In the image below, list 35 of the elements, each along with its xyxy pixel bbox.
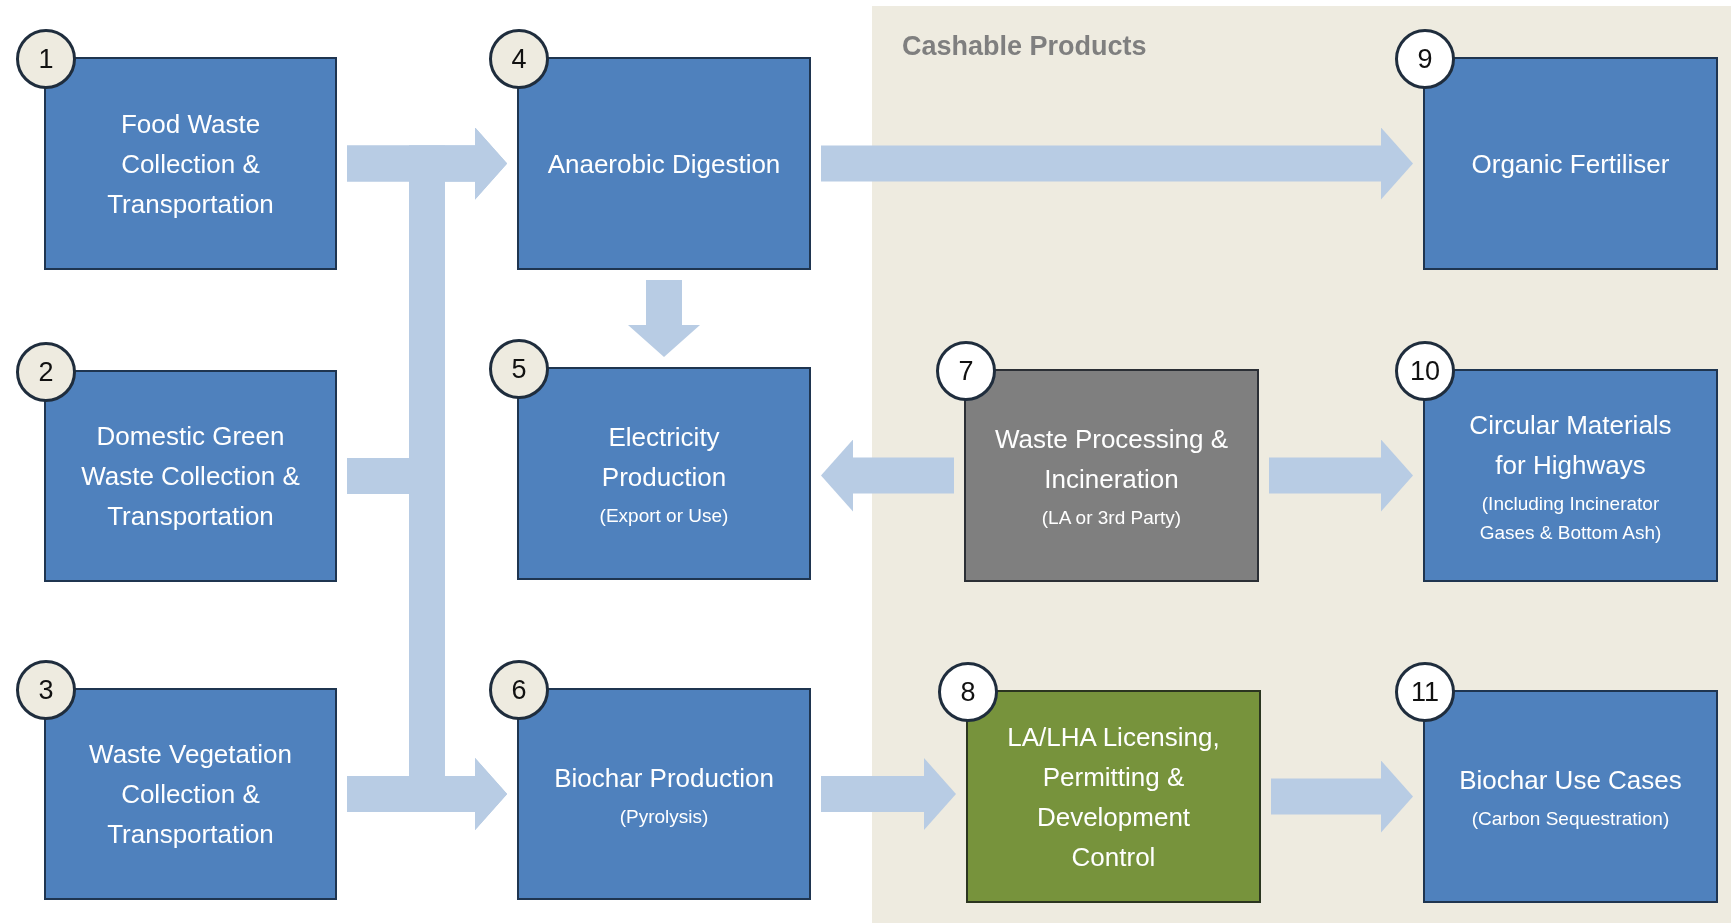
- callout-number: 3: [16, 660, 76, 720]
- box-subtitle: (Export or Use): [599, 504, 729, 528]
- callout-number: 7: [936, 341, 996, 401]
- callout-number: 6: [489, 660, 549, 720]
- region-title: Cashable Products: [902, 30, 1147, 63]
- box-title: Circular Materials for Highways: [1468, 408, 1673, 482]
- box-title: Electricity Production: [600, 421, 728, 494]
- callout-number: 1: [16, 29, 76, 89]
- block-arrow: [821, 127, 1413, 200]
- callout-number: 2: [16, 342, 76, 402]
- box-title: Domestic Green Waste Collection & Transportation: [80, 420, 301, 533]
- callout-number: 8: [938, 662, 998, 722]
- box-title: Food Waste Collection & Transportation: [106, 107, 275, 221]
- callout-number: 11: [1395, 662, 1455, 722]
- callout-number: 10: [1395, 341, 1455, 401]
- box-subtitle: (LA or 3rd Party): [1041, 506, 1182, 530]
- box-subtitle: (Carbon Sequestration): [1471, 807, 1670, 831]
- box-title: Anaerobic Digestion: [547, 147, 781, 181]
- block-arrow: [1271, 760, 1413, 833]
- box-title: Biochar Production: [554, 761, 774, 795]
- box-title: LA/LHA Licensing, Permitting & Development Control: [1006, 720, 1221, 874]
- block-arrow: [1269, 439, 1413, 512]
- region-band: [872, 6, 1731, 923]
- box-subtitle: (Including Incinerator Gases & Bottom Ash): [1478, 491, 1663, 545]
- block-arrow: [821, 758, 956, 830]
- block-arrow: [628, 280, 700, 357]
- box-title: Waste Vegetation Collection & Transportation: [88, 738, 293, 851]
- callout-number: 9: [1395, 29, 1455, 89]
- callout-number: 4: [489, 29, 549, 89]
- box-title: Organic Fertiliser: [1471, 147, 1670, 181]
- box-subtitle: (Pyrolysis): [619, 804, 709, 829]
- box-title: Waste Processing & Incineration: [994, 423, 1229, 496]
- callout-number: 5: [489, 339, 549, 399]
- box-title: Biochar Use Cases: [1459, 764, 1682, 797]
- block-arrow: [821, 439, 954, 512]
